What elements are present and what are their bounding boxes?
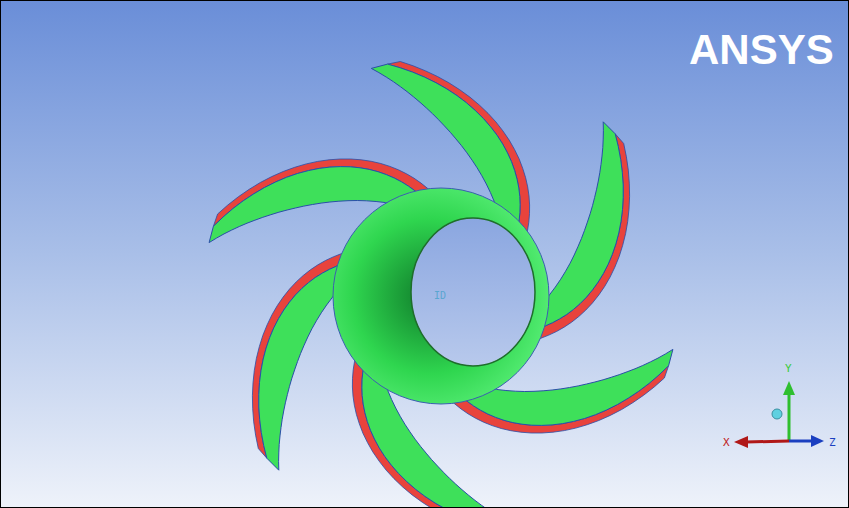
hub-bore [411,218,535,366]
blade-group [209,62,673,508]
part-label: ID [434,291,446,301]
watermark: ANSYS [689,29,834,71]
axis-label: Y [785,363,792,374]
hub-eye [333,188,549,404]
axis-label: Z [829,437,836,448]
axis-label: X [723,437,730,448]
axis-triad [734,381,824,448]
